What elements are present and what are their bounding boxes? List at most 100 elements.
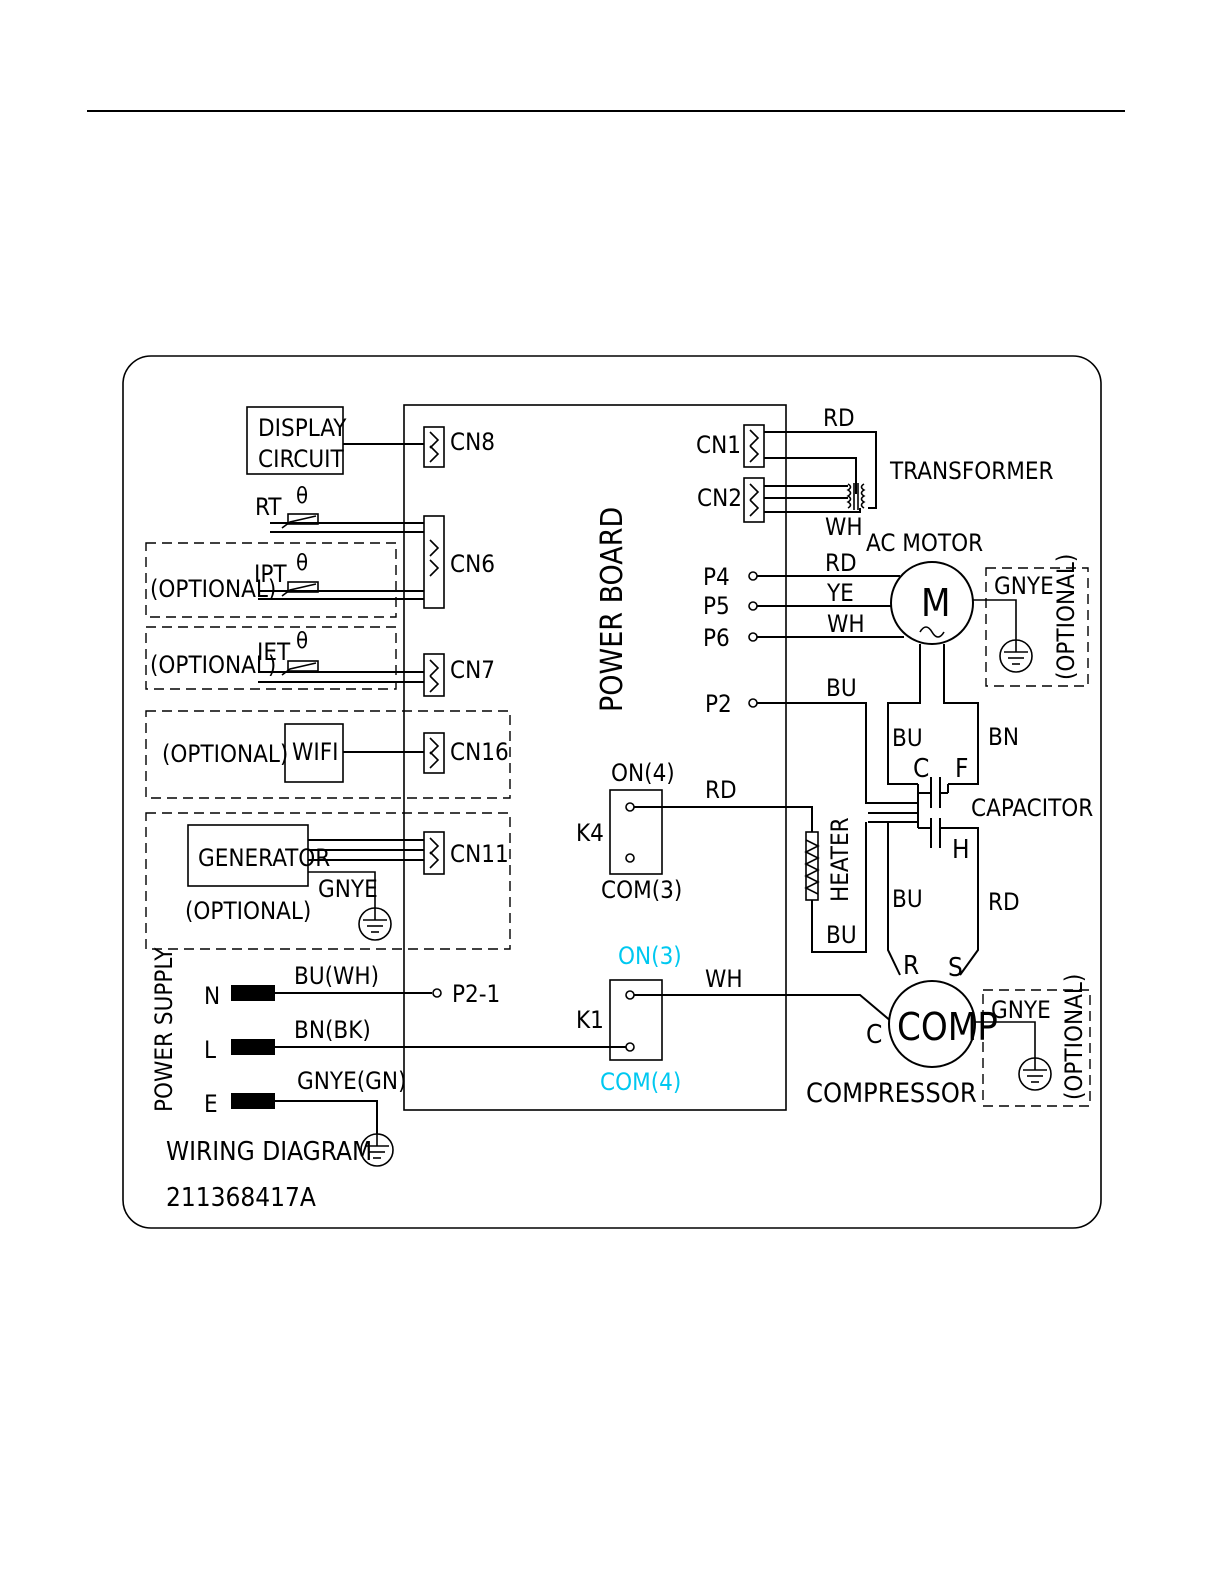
- iet-label: IET: [257, 638, 291, 666]
- motor-gnye-label: GNYE: [994, 572, 1054, 600]
- capacitor-label: CAPACITOR: [971, 794, 1093, 822]
- k1-on-label: ON(3): [618, 942, 682, 970]
- n-terminal: [231, 985, 275, 1001]
- motor-optional-label: (OPTIONAL): [1052, 554, 1080, 680]
- motor-bn-label: BN: [988, 723, 1019, 751]
- generator-box: [187, 824, 309, 887]
- ac-motor-label: AC MOTOR: [866, 529, 983, 557]
- k1-label: K1: [576, 1006, 604, 1034]
- gnye-gn-label: GNYE(GN): [297, 1067, 406, 1095]
- l-terminal: [231, 1039, 275, 1055]
- motor-ground-icon: [999, 639, 1033, 673]
- p2-bu-label: BU: [826, 674, 857, 702]
- diagram-code: 211368417A: [166, 1183, 316, 1213]
- cn6-label: CN6: [450, 550, 495, 578]
- comp-c-label: C: [866, 1020, 882, 1050]
- comp-rd-label: RD: [988, 888, 1020, 916]
- k4-on-label: ON(4): [611, 759, 675, 787]
- p2-1-label: P2-1: [452, 980, 500, 1008]
- comp-optional-ground-box: [982, 989, 1091, 1107]
- display-label-1: DISPLAY: [258, 414, 347, 442]
- p2-label: P2: [705, 690, 732, 718]
- cn7-label: CN7: [450, 656, 495, 684]
- compressor-label: COMPRESSOR: [806, 1078, 977, 1109]
- l-label: L: [204, 1036, 216, 1064]
- cn16-connector: [423, 732, 445, 774]
- optional-generator-label: (OPTIONAL): [185, 897, 311, 925]
- cap-f-label: F: [955, 754, 968, 784]
- rt-theta: θ: [296, 484, 308, 509]
- k4-com-label: COM(3): [601, 876, 682, 904]
- transformer-coil: [846, 483, 866, 510]
- heater-rd-label: RD: [705, 776, 737, 804]
- p4-label: P4: [703, 563, 730, 591]
- motor-wh-label: WH: [827, 610, 865, 638]
- optional-generator-box: [145, 812, 511, 950]
- cap-c-label: C: [913, 754, 929, 784]
- transformer-rd-label: RD: [823, 404, 855, 432]
- iet-theta: θ: [296, 629, 308, 654]
- motor-ye-label: YE: [826, 579, 854, 607]
- supply-ground-icon: [360, 1133, 394, 1167]
- motor-ac-symbol: [919, 626, 945, 638]
- cn8-connector: [423, 426, 445, 468]
- motor-optional-ground-box: [985, 567, 1089, 687]
- bu-wh-label: BU(WH): [294, 962, 379, 990]
- power-board-label: POWER BOARD: [595, 507, 630, 712]
- transformer-label: TRANSFORMER: [889, 457, 1054, 485]
- p6-label: P6: [703, 624, 730, 652]
- cn1-label: CN1: [696, 431, 741, 459]
- rt-label: RT: [255, 493, 282, 521]
- p2-1-terminal: [432, 988, 442, 998]
- p5-label: P5: [703, 592, 730, 620]
- cn8-label: CN8: [450, 428, 495, 456]
- comp-bu-label: BU: [892, 885, 923, 913]
- optional-ipt-box: [145, 542, 397, 618]
- comp-wh-label: WH: [705, 965, 743, 993]
- generator-ground-icon: [358, 907, 392, 941]
- motor-m-label: M: [921, 581, 951, 625]
- heater-element: [804, 831, 820, 901]
- e-terminal: [231, 1093, 275, 1109]
- comp-ground-icon: [1018, 1057, 1052, 1091]
- generator-label: GENERATOR: [198, 844, 330, 872]
- k4-relay-box: [609, 789, 663, 875]
- p4-terminal: [748, 571, 758, 581]
- comp-optional-label: (OPTIONAL): [1060, 974, 1088, 1100]
- heater-bu-label: BU: [826, 921, 857, 949]
- display-circuit-box: [246, 406, 344, 475]
- optional-wifi-box: [145, 710, 511, 799]
- heater-label: HEATER: [826, 817, 854, 902]
- cn6-connector: [423, 515, 445, 609]
- cn16-label: CN16: [450, 738, 509, 766]
- motor-bu-label: BU: [892, 724, 923, 752]
- optional-ipt-label: (OPTIONAL): [150, 575, 276, 603]
- k1-com-label: COM(4): [600, 1068, 681, 1096]
- ipt-theta: θ: [296, 551, 308, 576]
- ipt-label: IPT: [254, 560, 287, 588]
- k1-relay-box: [609, 979, 663, 1061]
- cn11-connector: [423, 831, 445, 875]
- e-label: E: [204, 1090, 218, 1118]
- optional-iet-label: (OPTIONAL): [150, 651, 276, 679]
- k4-label: K4: [576, 819, 604, 847]
- comp-s-label: S: [948, 953, 963, 983]
- cn1-connector: [743, 424, 765, 468]
- cn7-connector: [423, 653, 445, 697]
- motor-rd-label: RD: [825, 549, 857, 577]
- generator-gnye-label: GNYE: [318, 875, 378, 903]
- power-board-box: [403, 404, 787, 1111]
- wiring-diagram-title: WIRING DIAGRAM: [166, 1137, 372, 1167]
- p6-terminal: [748, 632, 758, 642]
- p5-terminal: [748, 601, 758, 611]
- bn-bk-label: BN(BK): [294, 1016, 371, 1044]
- n-label: N: [204, 982, 220, 1010]
- comp-label: COMP: [897, 1005, 998, 1049]
- p2-terminal: [748, 698, 758, 708]
- transformer-wh-label: WH: [825, 513, 863, 541]
- cn2-connector: [743, 477, 765, 523]
- cap-h-label: H: [952, 835, 970, 865]
- diagram-frame: [122, 355, 1102, 1229]
